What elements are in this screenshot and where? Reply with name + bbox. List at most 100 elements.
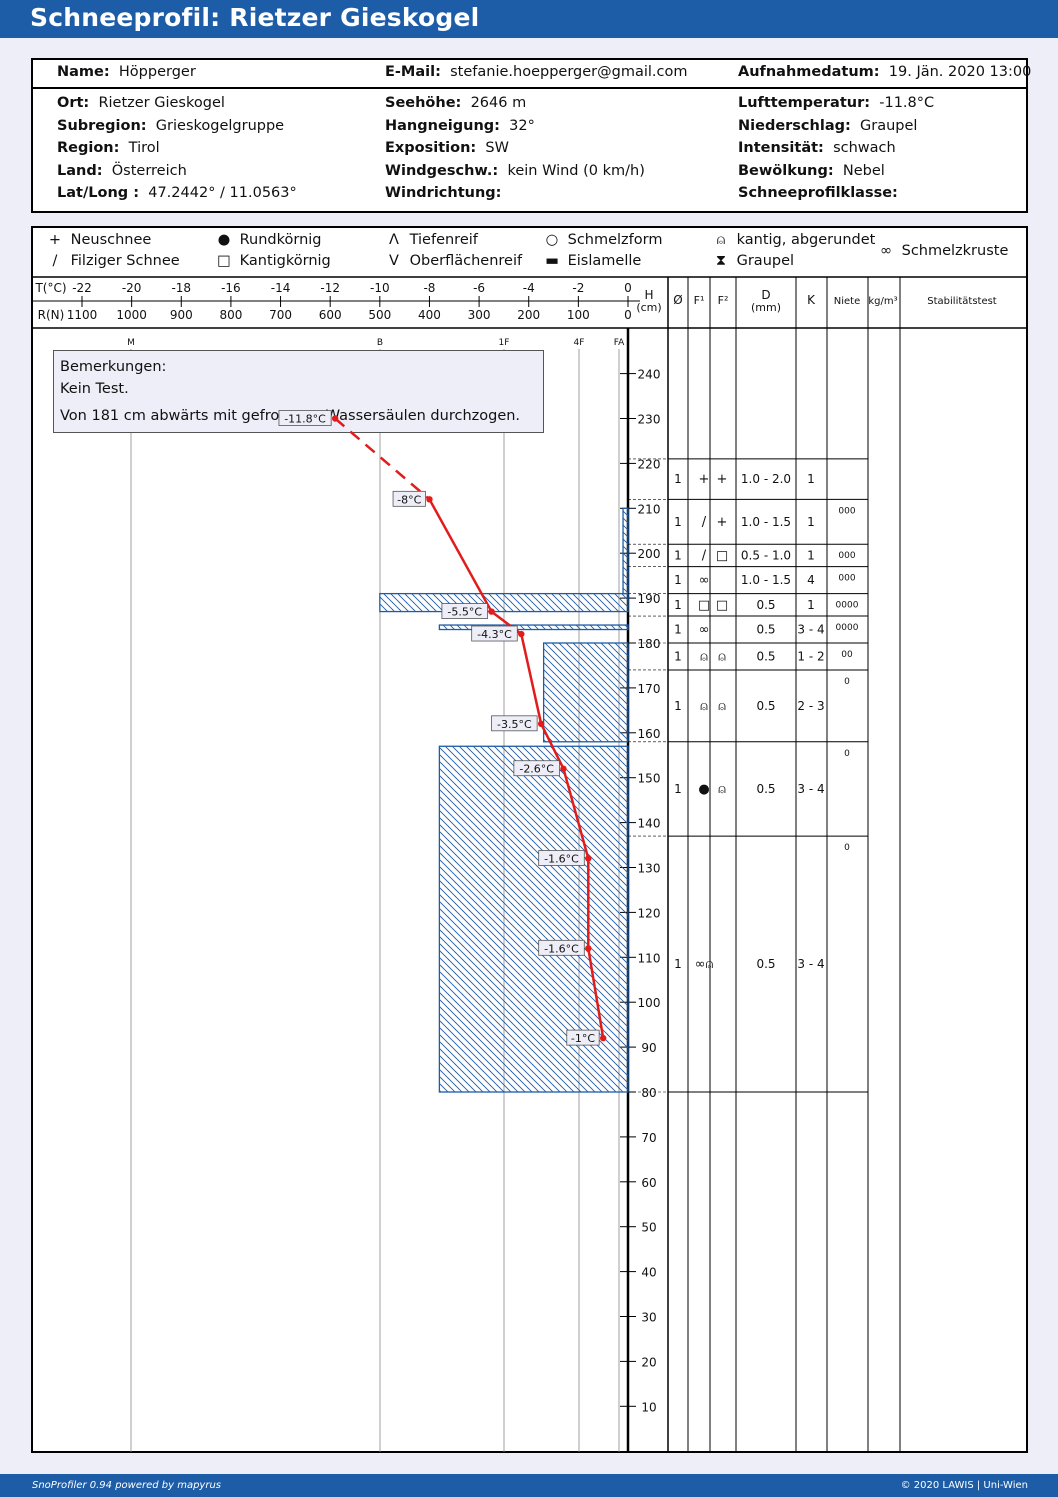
layer-cell-niete: 0: [844, 843, 850, 853]
layer-cell-f2: ⍝: [718, 699, 726, 714]
page-footer: SnoProfiler 0.94 powered by mapyrus © 20…: [0, 1474, 1058, 1497]
name-field: Name: Höpperger: [57, 64, 196, 80]
height-tick-label: 190: [638, 592, 661, 606]
layer-cell-d: 1.0 - 1.5: [741, 573, 791, 587]
height-tick-label: 50: [641, 1221, 656, 1235]
layer-cell-f1: /: [702, 548, 707, 563]
r-tick-label: 700: [269, 308, 292, 322]
email-field: E-Mail: stefanie.hoepperger@gmail.com: [385, 64, 688, 80]
page-title: Schneeprofil: Rietzer Gieskogel: [30, 3, 480, 32]
date-field: Aufnahmedatum: 19. Jän. 2020 13:00: [738, 64, 1032, 80]
layer-cell-theta: 1: [674, 573, 682, 587]
layer-cell-k: 1: [807, 548, 815, 562]
layer-cell-niete: 00: [841, 650, 853, 660]
info-col2-field-1: Hangneigung: 32°: [385, 117, 535, 134]
h-axis-label: H: [644, 288, 653, 302]
info-col1-field-4: Lat/Long : 47.2442° / 11.0563°: [57, 185, 297, 201]
legend-symbol-icon: ●: [217, 232, 231, 248]
info-col3-field-0: Lufttemperatur: -11.8°C: [738, 95, 935, 111]
legend-label: Schmelzform: [567, 232, 663, 248]
layer-cell-niete: 0000: [836, 601, 859, 611]
layer-cell-d: 0.5: [756, 957, 775, 971]
remarks-box: Bemerkungen: Kein Test. Von 181 cm abwär…: [53, 350, 544, 433]
footer-left: SnoProfiler 0.94 powered by mapyrus: [32, 1480, 222, 1491]
r-tick-label: 900: [170, 308, 193, 322]
r-tick-label: 600: [319, 308, 342, 322]
height-tick-label: 120: [638, 906, 661, 920]
layer-cell-k: 1: [807, 515, 815, 529]
col-header-d-unit: (mm): [751, 301, 781, 314]
layer-cell-f2: □: [716, 548, 728, 563]
info-col2-field-2: Exposition: SW: [385, 140, 509, 156]
col-header-f1: F¹: [694, 294, 705, 307]
col-header-f2: F²: [718, 294, 729, 307]
remarks-title: Bemerkungen:: [60, 359, 167, 375]
info-col2-field-4: Windrichtung:: [385, 185, 502, 201]
legend-item-4: Λ Tiefenreif: [383, 232, 478, 248]
r-axis-label: R(N): [38, 308, 65, 322]
info-col2-field-0: Seehöhe: 2646 m: [385, 95, 527, 111]
height-tick-label: 40: [641, 1266, 656, 1280]
height-tick-label: 160: [638, 727, 661, 741]
layer-cell-f1: ⍝: [700, 649, 708, 664]
layer-cell-k: 4: [807, 573, 815, 587]
legend-symbol-icon: /: [52, 253, 58, 269]
r-tick-label: 1000: [116, 308, 147, 322]
height-tick-label: 70: [641, 1131, 656, 1145]
layer-cell-k: 3 - 4: [797, 782, 824, 796]
info-row-name: Name: Höpperger E-Mail: stefanie.hoepper…: [33, 60, 1031, 89]
legend-label: Oberflächenreif: [409, 253, 523, 269]
layer-cell-f2: □: [716, 598, 728, 613]
layer-cell-theta: 1: [674, 548, 682, 562]
legend-item-1: / Filziger Schnee: [44, 253, 180, 269]
legend-symbol-icon: ⍝: [716, 232, 726, 248]
temp-tick-label: -12: [320, 281, 340, 295]
legend-label: Kantigkörnig: [239, 253, 331, 269]
hardness-layer-bar: [622, 507, 629, 595]
remarks-line1: Kein Test.: [60, 381, 129, 397]
layer-cell-niete: 000: [838, 574, 855, 584]
hardness-mark: 1F: [499, 338, 510, 348]
hardness-mark: 4F: [574, 338, 585, 348]
temp-axis-label: T(°C): [34, 281, 66, 295]
h-axis-unit: (cm): [636, 301, 661, 314]
r-tick-label: 1100: [67, 308, 98, 322]
legend-symbol-icon: ▬: [545, 253, 559, 269]
remarks-line2: Von 181 cm abwärts mit gefrorenen Wasser…: [60, 408, 521, 424]
height-tick-label: 140: [638, 817, 661, 831]
legend-symbol-icon: ∞: [879, 243, 893, 259]
col-header-stability: Stabilitätstest: [927, 296, 997, 307]
legend-label: Graupel: [736, 253, 795, 269]
r-tick-label: 0: [624, 308, 632, 322]
height-tick-label: 130: [638, 862, 661, 876]
hardness-mark: FA: [614, 338, 625, 348]
col-header-d: D: [761, 288, 770, 302]
height-tick-label: 210: [638, 502, 661, 516]
layer-cell-theta: 1: [674, 515, 682, 529]
info-col1-field-0: Ort: Rietzer Gieskogel: [57, 95, 225, 111]
legend-label: Filziger Schnee: [70, 253, 180, 269]
height-tick-label: 10: [641, 1400, 656, 1414]
info-col3-field-2: Intensität: schwach: [738, 140, 896, 156]
legend-symbol-icon: □: [217, 253, 231, 269]
layer-cell-d: 0.5: [756, 598, 775, 612]
temp-tick-label: 0: [624, 281, 632, 295]
height-tick-label: 110: [638, 951, 661, 965]
legend-item-7: ▬ Eislamelle: [541, 253, 641, 269]
layer-cell-theta: 1: [674, 699, 682, 713]
r-tick-label: 100: [567, 308, 590, 322]
layer-cell-k: 3 - 4: [797, 957, 824, 971]
layer-cell-niete: 000: [838, 506, 855, 516]
info-col3-field-1: Niederschlag: Graupel: [738, 117, 918, 134]
r-tick-label: 300: [468, 308, 491, 322]
col-header-density: kg/m³: [868, 296, 897, 307]
layer-cell-f2: ⍝: [718, 649, 726, 664]
hardness-mark: M: [127, 338, 135, 348]
legend-label: Rundkörnig: [239, 232, 322, 248]
legend-symbol-icon: ○: [545, 232, 559, 248]
hardness-layer-bar: [379, 592, 629, 613]
layer-cell-d: 0.5: [756, 699, 775, 713]
col-header-niete: Niete: [834, 296, 860, 307]
layer-cell-k: 3 - 4: [797, 623, 824, 637]
height-tick-label: 80: [641, 1086, 656, 1100]
